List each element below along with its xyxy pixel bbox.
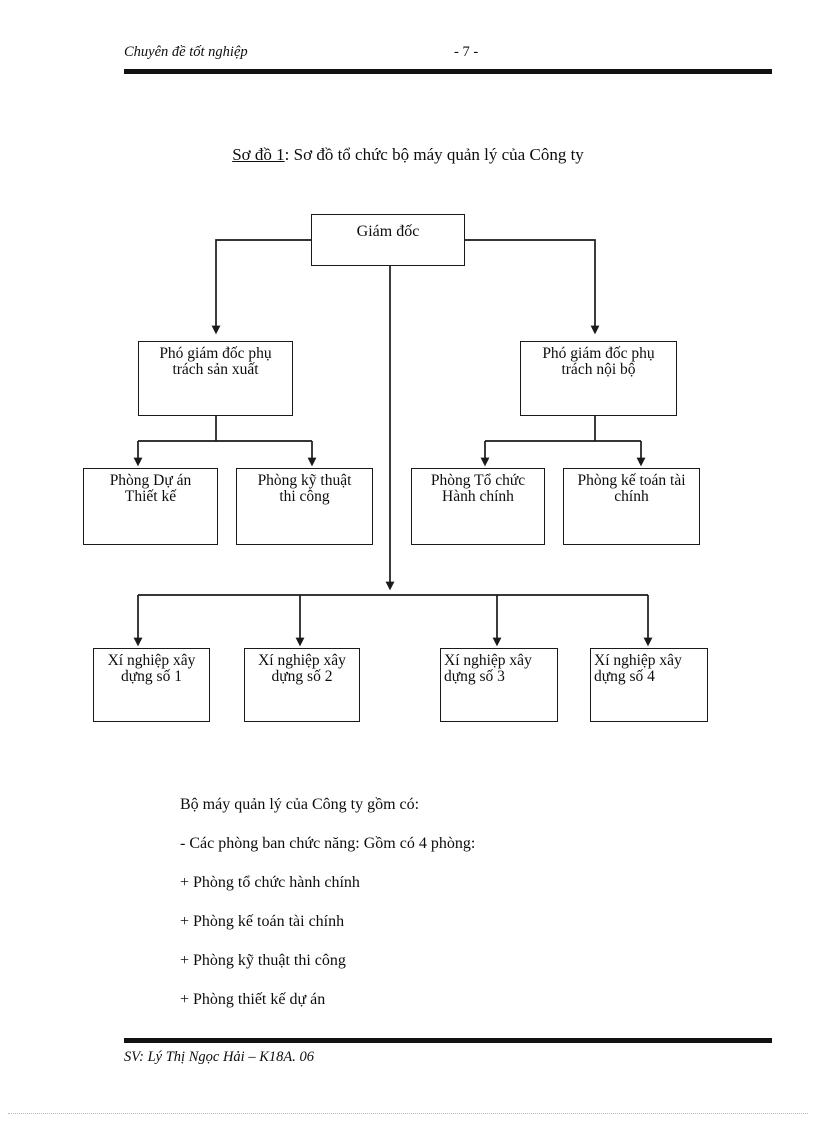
node-enterprise-1-label: Xí nghiệp xây dựng số 1: [107, 652, 196, 686]
body-line: Bộ máy quản lý của Công ty gồm có:: [180, 796, 420, 813]
body-line: + Phòng kế toán tài chính: [180, 913, 345, 930]
body-line: + Phòng thiết kế dự án: [180, 991, 326, 1008]
body-paragraphs: Bộ máy quản lý của Công ty gồm có: - Các…: [180, 796, 700, 1030]
node-dept-technical-label: Phòng kỹ thuật thi công: [257, 472, 352, 506]
node-deputy-internal-label: Phó giám đốc phụ trách nội bộ: [542, 345, 655, 379]
node-deputy-production: Phó giám đốc phụ trách sản xuất: [138, 341, 293, 416]
body-line: + Phòng kỹ thuật thi công: [180, 952, 346, 969]
node-dept-accounting-label: Phòng kế toán tài chính: [577, 472, 686, 506]
node-enterprise-2: Xí nghiệp xây dựng số 2: [244, 648, 360, 722]
node-dept-project-design-label: Phòng Dự án Thiết kế: [109, 472, 192, 506]
node-director-label: Giám đốc: [356, 223, 420, 240]
node-enterprise-1: Xí nghiệp xây dựng số 1: [93, 648, 210, 722]
node-deputy-production-label: Phó giám đốc phụ trách sản xuất: [159, 345, 272, 379]
node-dept-technical: Phòng kỹ thuật thi công: [236, 468, 373, 545]
node-enterprise-4-label: Xí nghiệp xây dựng số 4: [594, 652, 682, 686]
footer-student-info: SV: Lý Thị Ngọc Hải – K18A. 06: [124, 1049, 314, 1065]
diagram-caption-label: Sơ đồ 1: [232, 145, 285, 164]
node-enterprise-3: Xí nghiệp xây dựng số 3: [440, 648, 558, 722]
header-divider: [124, 69, 772, 74]
node-dept-organization-label: Phòng Tổ chức Hành chính: [430, 472, 526, 506]
node-deputy-internal: Phó giám đốc phụ trách nội bộ: [520, 341, 677, 416]
node-dept-accounting: Phòng kế toán tài chính: [563, 468, 700, 545]
page-bottom-edge: [8, 1113, 808, 1114]
body-line: + Phòng tổ chức hành chính: [180, 874, 360, 891]
header-page-number: - 7 -: [454, 44, 479, 60]
node-enterprise-3-label: Xí nghiệp xây dựng số 3: [444, 652, 532, 686]
node-director: Giám đốc: [311, 214, 465, 266]
header-title: Chuyên đề tốt nghiệp: [124, 44, 248, 60]
body-line: - Các phòng ban chức năng: Gồm có 4 phòn…: [180, 835, 476, 852]
page-header: Chuyên đề tốt nghiệp - 7 -: [124, 44, 772, 66]
footer-divider: [124, 1038, 772, 1043]
node-enterprise-2-label: Xí nghiệp xây dựng số 2: [258, 652, 346, 686]
node-enterprise-4: Xí nghiệp xây dựng số 4: [590, 648, 708, 722]
diagram-caption-text: : Sơ đồ tổ chức bộ máy quản lý của Công …: [284, 145, 584, 164]
node-dept-project-design: Phòng Dự án Thiết kế: [83, 468, 218, 545]
node-dept-organization: Phòng Tổ chức Hành chính: [411, 468, 545, 545]
diagram-caption: Sơ đồ 1: Sơ đồ tổ chức bộ máy quản lý củ…: [0, 145, 816, 165]
